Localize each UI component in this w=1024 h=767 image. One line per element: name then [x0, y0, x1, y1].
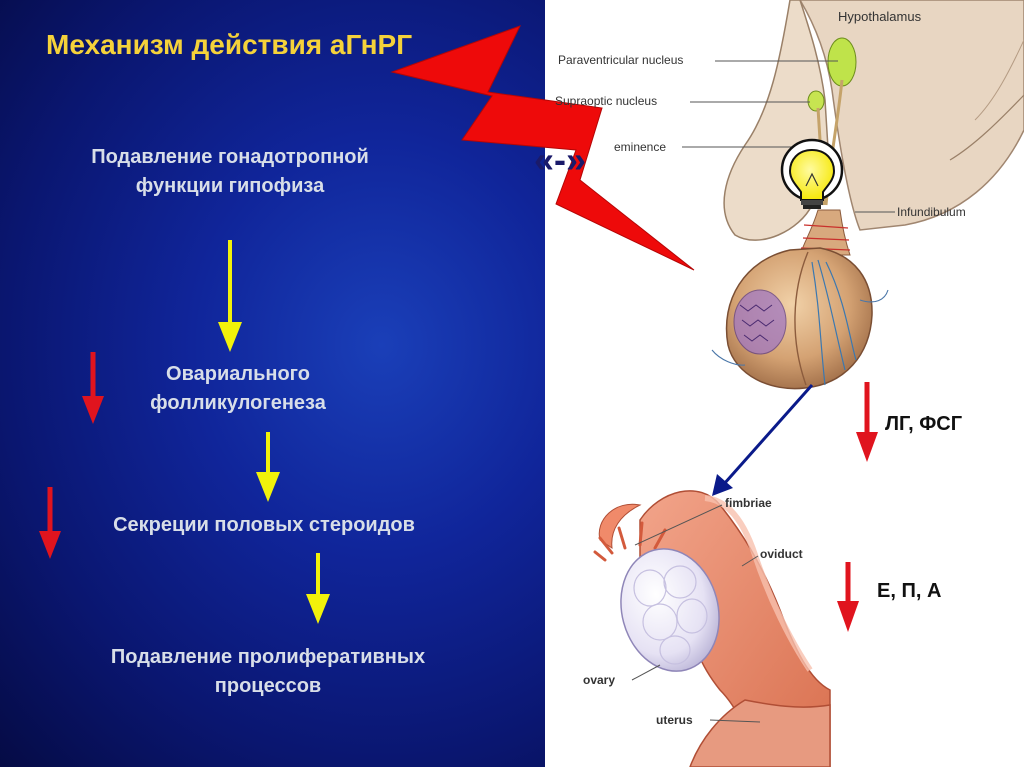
label-uterus: uterus — [656, 713, 693, 727]
pituitary-gland — [711, 247, 889, 390]
label-hypothalamus: Hypothalamus — [838, 9, 922, 24]
step-steroid-secretion: Секреции половых стероидов — [113, 514, 415, 536]
lightning-bolt — [390, 25, 695, 271]
flow-arrows — [218, 240, 330, 624]
decrease-arrows — [39, 352, 878, 632]
hypothalamus-tissue — [723, 0, 1024, 241]
label-ovary: ovary — [583, 673, 616, 687]
label-supraoptic: Supraoptic nucleus — [555, 94, 658, 108]
lightbulb-icon — [780, 138, 844, 209]
hormone-action-arrow — [712, 384, 814, 496]
hormones-pituitary: ЛГ, ФСГ — [885, 413, 963, 435]
label-leaders — [631, 60, 895, 723]
label-oviduct: oviduct — [760, 547, 803, 561]
step-proliferation-suppression: Подавление пролиферативных процессов — [110, 646, 426, 697]
step-pituitary-suppression: Подавление гонадотропной функции гипофиз… — [91, 146, 369, 197]
ovary-illustration — [593, 490, 831, 767]
hormones-ovarian: Е, П, А — [877, 580, 942, 602]
step-folliculogenesis: Овариального фолликулогенеза — [150, 363, 326, 414]
label-paraventricular: Paraventricular nucleus — [558, 53, 684, 67]
label-fimbriae: fimbriae — [725, 496, 772, 510]
label-eminence: eminence — [614, 140, 667, 154]
inhibition-mark: «-» — [533, 139, 587, 180]
pituitary-stalk — [799, 209, 851, 256]
slide-title: Механизм действия аГнРГ — [46, 29, 413, 60]
label-infundibulum: Infundibulum — [897, 205, 966, 219]
